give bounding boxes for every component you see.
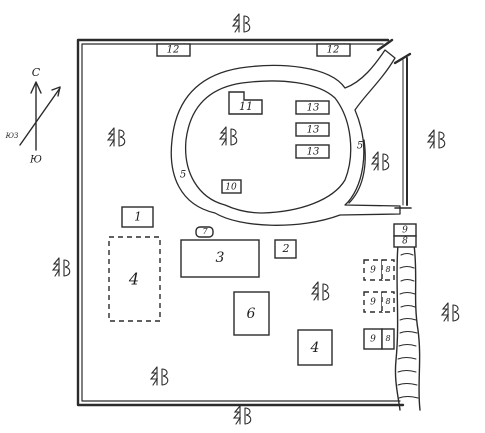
tree-symbol-icon (233, 405, 252, 425)
building-13-3 (295, 144, 330, 159)
building-13-2 (295, 122, 330, 137)
building-13-1-label: 13 (307, 103, 320, 114)
pair-8-c (381, 328, 395, 350)
building-13-1 (295, 100, 330, 115)
compass-arrow-icon (19, 81, 61, 151)
building-12-right-label: 12 (327, 45, 340, 56)
pair-9-a-label: 9 (370, 266, 376, 276)
zone-4-left-label: 4 (128, 270, 139, 289)
building-2-label: 2 (282, 242, 290, 255)
building-6-label: 6 (247, 306, 256, 322)
building-10 (221, 179, 242, 194)
building-12-left-label: 12 (167, 45, 180, 56)
pair-8-c-label: 8 (385, 334, 390, 343)
pair-9-b-label: 9 (370, 298, 376, 308)
tree-symbol-icon (427, 129, 446, 149)
tree-symbol-icon (52, 257, 71, 277)
road-loop (170, 49, 401, 226)
tree-symbol-icon (371, 151, 390, 171)
compass-north-label: С (32, 66, 41, 79)
building-11 (228, 91, 263, 115)
building-7 (195, 226, 214, 238)
tree-symbol-icon (441, 302, 460, 322)
building-7-label: 7 (202, 227, 208, 236)
compass-southwest-label: ЮЗ (5, 132, 19, 140)
building-3 (180, 239, 260, 278)
compass-south-label: Ю (29, 155, 42, 166)
pair-8-b-label: 8 (385, 297, 390, 306)
building-11-label: 11 (239, 100, 253, 113)
building-6 (233, 291, 270, 336)
building-1 (121, 206, 154, 228)
building-12-left (156, 43, 191, 57)
building-2 (274, 239, 297, 259)
building-10-label: 10 (225, 183, 237, 193)
pair-8-a (381, 259, 395, 281)
tree-symbol-icon (232, 13, 251, 33)
zone-4-left (108, 236, 161, 322)
tree-symbol-icon (150, 366, 169, 386)
tree-symbols (52, 13, 460, 425)
pair-9-c-label: 9 (370, 335, 376, 345)
building-4-bottom (297, 329, 333, 366)
tree-symbol-icon (107, 127, 126, 147)
building-1-label: 1 (134, 210, 142, 224)
river (394, 244, 421, 411)
gatehouse-9-label: 9 (402, 226, 408, 236)
gatehouse-8-label: 8 (402, 237, 408, 247)
building-4-bottom-label: 4 (310, 340, 320, 356)
site-boundary (76, 38, 408, 407)
pair-8-b (381, 291, 395, 313)
gatehouse-8 (393, 235, 417, 248)
tree-symbol-icon (219, 126, 238, 146)
building-13-3-label: 13 (307, 147, 320, 158)
road-5-right-label: 5 (357, 141, 363, 152)
tree-symbol-icon (311, 281, 330, 301)
gate-top-right (376, 38, 412, 209)
building-3-label: 3 (216, 250, 225, 266)
road-5-left-label: 5 (180, 170, 186, 181)
building-13-2-label: 13 (307, 125, 320, 136)
pair-8-a-label: 8 (385, 265, 390, 274)
building-12-right (316, 43, 351, 57)
